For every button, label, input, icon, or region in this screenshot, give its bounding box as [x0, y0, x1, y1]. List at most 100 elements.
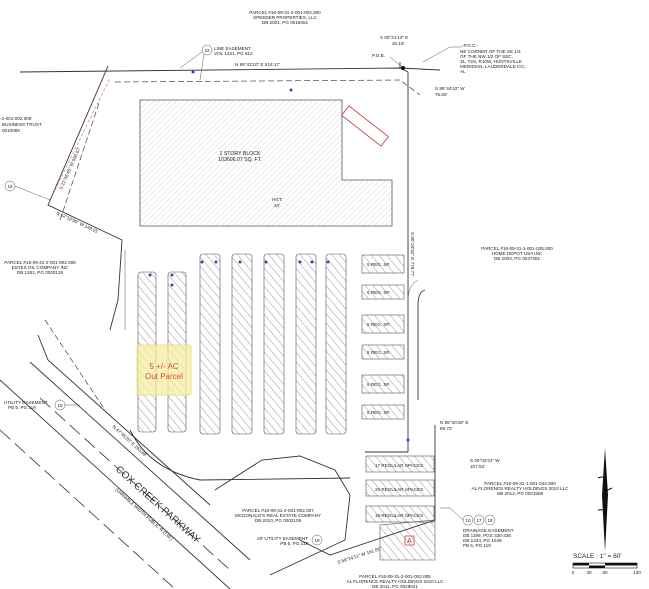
cox-creek-parkway — [0, 361, 351, 589]
accessible-parking-icons — [148, 70, 410, 442]
bearing-se1: N 89°30'28" E — [440, 420, 469, 425]
svg-text:0010085: 0010085 — [2, 128, 20, 133]
bay-label: 5 REG. SP. — [367, 262, 390, 267]
svg-text:DB 1261, PG 0000126: DB 1261, PG 0000126 — [17, 270, 64, 275]
parking-rows — [137, 253, 436, 561]
building-label: 1 STORY BLOCK — [220, 151, 261, 157]
line-easement-callout: 22 LINE EASEMENT VOL 1231, PG 812 — [179, 44, 253, 81]
svg-text:DB 2004, PG 0037381: DB 2004, PG 0037381 — [494, 256, 541, 261]
svg-text:DRAINAGE EASEMENT: DRAINAGE EASEMENT — [463, 528, 514, 533]
svg-text:AL FLORENCE REALTY HOLDINGS 20: AL FLORENCE REALTY HOLDINGS 2010 LLC — [347, 579, 445, 584]
building-height-value: 34' — [274, 203, 280, 208]
svg-text:DB 2010, PG 0002108: DB 2010, PG 0002108 — [255, 518, 302, 523]
bearing-ne1-dist: 20.18' — [392, 41, 404, 46]
svg-text:120: 120 — [633, 570, 641, 575]
utility-easement-south: 20' UTILITY EASEMENT PB 5, PG 119 19 — [257, 534, 323, 546]
marker-a: A — [407, 538, 412, 545]
svg-text:DB 2001, PG 0018451: DB 2001, PG 0018451 — [262, 20, 309, 25]
pob-label: P.O.B. — [372, 53, 385, 58]
utility-easement-west: UTILITY EASEMENT PB 5, PG 119 19 — [4, 399, 80, 411]
svg-text:16: 16 — [7, 184, 13, 189]
svg-text:22: 22 — [204, 48, 210, 53]
svg-text:DB 2011, PG 0029041: DB 2011, PG 0029041 — [372, 584, 418, 589]
building-footprint — [139, 99, 393, 227]
svg-text:PARCEL #16-09-31-1-001-035.000: PARCEL #16-09-31-1-001-035.000 — [481, 246, 553, 251]
drainage-easement-callout: 10 17 19 DRAINAGE EASEMENT DB 1199, PGS … — [440, 507, 514, 548]
bearing-south-line: S 69°24'11" W 161.81' — [337, 546, 382, 565]
bay-label: 5 REG. SP. — [367, 350, 390, 355]
svg-text:-2-001-002.009: -2-001-002.009 — [0, 116, 32, 121]
parcel-west: PARCEL #16-09-31-2-001-002.008 ESTES OIL… — [4, 260, 76, 275]
building-area: 103606.07 SQ. FT. — [218, 157, 262, 163]
svg-text:MERIDIAN, LAUDERDALE CO.,: MERIDIAN, LAUDERDALE CO., — [460, 64, 526, 69]
svg-text:19: 19 — [57, 403, 63, 408]
svg-text:PB 5, PG 119: PB 5, PG 119 — [463, 543, 491, 548]
bay-label: 5 REG. SP. — [367, 322, 390, 327]
building-height-label: HGT: — [272, 197, 282, 202]
bearing-east-line: S 00°29'32" E 778.77' — [410, 232, 415, 277]
parking-label: 20 REGULAR SPACES — [375, 487, 423, 492]
parking-label: 19 REGULAR SPACES — [375, 513, 423, 518]
bearing-se1-dist: 89.70' — [440, 426, 452, 431]
svg-text:DB 1234, PG 1049: DB 1234, PG 1049 — [463, 538, 502, 543]
parcel-north: PARCEL #16-09-31-2-001-002.000 SPEEDER P… — [249, 10, 321, 25]
marker-a-box — [404, 535, 415, 546]
svg-text:OF THE NW 1/2 OF SEC.: OF THE NW 1/2 OF SEC. — [460, 54, 513, 59]
parcel-east: PARCEL #16-09-31-1-001-035.000 HOME DEPO… — [481, 246, 553, 261]
parcel-southeast: PARCEL #16-09-31-1-001-044.000 AL FLOREN… — [472, 481, 570, 496]
point-of-commencement: -P.O.C.- NE CORNER OF THE SE 1/4 OF THE … — [422, 43, 526, 74]
svg-text:20' UTILITY EASEMENT: 20' UTILITY EASEMENT — [257, 536, 308, 541]
svg-text:DB 2012, PG 0001588: DB 2012, PG 0001588 — [497, 491, 544, 496]
loading-dock — [341, 105, 389, 147]
svg-text:AL FLORENCE REALTY HOLDINGS 20: AL FLORENCE REALTY HOLDINGS 2010 LLC — [472, 486, 570, 491]
bearing-se2-dist: 107.53' — [470, 464, 485, 469]
svg-text:LINE EASEMENT: LINE EASEMENT — [214, 46, 251, 51]
svg-text:PARCEL #16-09-31-1-001-044.000: PARCEL #16-09-31-1-001-044.000 — [484, 481, 556, 486]
property-boundary — [19, 62, 441, 576]
bearing-ne2: S 89°44'42" W — [435, 86, 465, 91]
svg-text:MCDONALD'S REAL ESTATE COMPANY: MCDONALD'S REAL ESTATE COMPANY — [235, 513, 321, 518]
svg-text:NE CORNER OF THE SE 1/4: NE CORNER OF THE SE 1/4 — [460, 49, 521, 54]
svg-text:ESTES OIL COMPANY INC: ESTES OIL COMPANY INC — [12, 265, 70, 270]
svg-text:DB 1199, PGS 330-336: DB 1199, PGS 330-336 — [463, 533, 511, 538]
svg-text:0: 0 — [572, 570, 575, 575]
svg-text:-P.O.C.-: -P.O.C.- — [462, 43, 479, 48]
svg-text:PB 5, PG 119: PB 5, PG 119 — [280, 541, 308, 546]
svg-text:31, T2S, R10W, HUNTSVILLE: 31, T2S, R10W, HUNTSVILLE — [460, 59, 522, 64]
parking-label: 17 REGULAR SPACES — [375, 463, 423, 468]
bay-label: 5 REG. SP. — [367, 410, 390, 415]
scale-bar: SCALE : 1" = 60' 0 30 60 120 — [572, 553, 642, 575]
easement-lines — [44, 77, 421, 411]
svg-text:HOME DEPOT USA INC: HOME DEPOT USA INC — [492, 251, 543, 256]
bearing-se2: S 00°02'31" W — [470, 458, 500, 463]
parcel-mcdonalds: PARCEL #16-09-31-2-001-002.007 MCDONALD'… — [235, 508, 321, 523]
svg-text:PB 5, PG 119: PB 5, PG 119 — [8, 405, 36, 410]
out-parcel-label: Out Parcel — [145, 372, 183, 381]
svg-text:UTILITY EASEMENT: UTILITY EASEMENT — [4, 400, 48, 405]
bearing-west-line: N 62°10'50" W 149.91' — [56, 210, 100, 234]
bay-label: 5 REG. SP. — [367, 382, 390, 387]
svg-text:10: 10 — [465, 518, 471, 523]
north-arrow-icon — [597, 448, 613, 552]
svg-text:30: 30 — [586, 570, 592, 575]
svg-text:BUSINESS TRUST: BUSINESS TRUST — [2, 122, 42, 127]
svg-text:VOL 1231, PG 812: VOL 1231, PG 812 — [214, 51, 253, 56]
svg-text:PARCEL #16-09-31-2-001-002.005: PARCEL #16-09-31-2-001-002.005 — [359, 574, 431, 579]
svg-text:PARCEL #16-09-31-2-001-002.000: PARCEL #16-09-31-2-001-002.000 — [249, 10, 321, 15]
svg-text:PARCEL #16-09-31-2-001-002.007: PARCEL #16-09-31-2-001-002.007 — [242, 508, 314, 513]
bearing-ne2-dist: 75.60' — [435, 92, 447, 97]
svg-text:60: 60 — [602, 570, 608, 575]
svg-text:SPEEDER PROPERTIES, LLC: SPEEDER PROPERTIES, LLC — [253, 15, 317, 20]
svg-text:17: 17 — [476, 518, 482, 523]
bearing-north-line: N 89°43'10" E 518.17' — [235, 62, 280, 67]
parcel-south: PARCEL #16-09-31-2-001-002.005 AL FLOREN… — [347, 574, 445, 589]
out-parcel-area — [136, 344, 192, 396]
svg-text:PARCEL #16-09-31-2-001-002.008: PARCEL #16-09-31-2-001-002.008 — [4, 260, 76, 265]
svg-text:19: 19 — [314, 538, 320, 543]
svg-text:19: 19 — [487, 518, 493, 523]
svg-text:AL: AL — [460, 69, 466, 74]
parcel-northwest: -2-001-002.009 BUSINESS TRUST 0010085 — [0, 116, 42, 133]
out-parcel-acreage: 5 +/- AC — [149, 362, 178, 371]
